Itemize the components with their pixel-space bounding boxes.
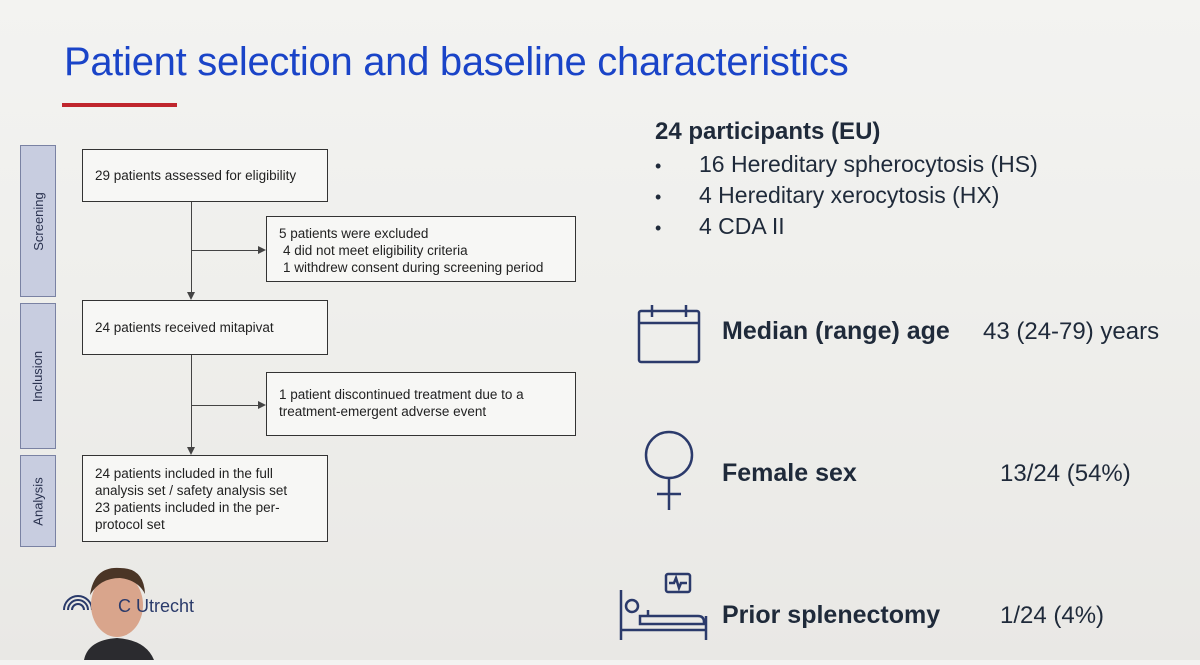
excluded-line-2: 4 did not meet eligibility criteria bbox=[283, 243, 468, 258]
excluded-box: 5 patients were excluded 4 did not meet … bbox=[266, 216, 576, 282]
connector-to-discontinued bbox=[191, 405, 258, 406]
umc-logo-icon bbox=[58, 590, 108, 635]
title-underline bbox=[62, 103, 177, 107]
diagnosis-cda: 4 CDA II bbox=[699, 213, 785, 239]
diagnosis-hs: 16 Hereditary spherocytosis (HS) bbox=[699, 151, 1038, 177]
speaker-video bbox=[80, 560, 160, 665]
arrow-to-excluded bbox=[258, 246, 266, 254]
bullet-icon: • bbox=[655, 156, 662, 176]
excluded-line-3: 1 withdrew consent during screening peri… bbox=[283, 260, 544, 275]
discontinued-box: 1 patient discontinued treatment due to … bbox=[266, 372, 576, 436]
age-value: 43 (24-79) years bbox=[983, 318, 1160, 345]
hospital-bed-icon bbox=[618, 572, 710, 642]
connector-assessed-received bbox=[191, 202, 192, 292]
diagnosis-list: • 16 Hereditary spherocytosis (HS) • 4 Her… bbox=[655, 150, 1038, 243]
arrow-to-received bbox=[187, 292, 195, 300]
analysis-line-1: 24 patients included in the full bbox=[95, 466, 273, 481]
bullet-icon: • bbox=[655, 187, 662, 207]
calendar-icon bbox=[636, 303, 702, 365]
splenectomy-label: Prior splenectomy bbox=[722, 601, 941, 629]
stage-inclusion: Inclusion bbox=[20, 303, 56, 449]
excluded-line-1: 5 patients were excluded bbox=[279, 226, 429, 241]
stage-analysis: Analysis bbox=[20, 455, 56, 547]
analysis-line-2: analysis set / safety analysis set bbox=[95, 483, 288, 498]
stage-screening: Screening bbox=[20, 145, 56, 297]
sex-value: 13/24 (54%) bbox=[1000, 460, 1131, 487]
arrow-to-discontinued bbox=[258, 401, 266, 409]
arrow-to-analysis bbox=[187, 447, 195, 455]
splenectomy-value: 1/24 (4%) bbox=[1000, 602, 1105, 629]
female-icon bbox=[640, 430, 698, 512]
list-item: • 4 Hereditary xerocytosis (HX) bbox=[655, 181, 1038, 212]
participants-heading: 24 participants (EU) bbox=[655, 118, 881, 145]
received-text: 24 patients received mitapivat bbox=[95, 320, 274, 335]
discontinued-line-2: treatment-emergent adverse event bbox=[279, 404, 487, 419]
sex-label: Female sex bbox=[722, 459, 857, 487]
age-label: Median (range) age bbox=[722, 317, 950, 345]
received-box: 24 patients received mitapivat bbox=[82, 300, 328, 355]
stage-screening-label: Screening bbox=[30, 191, 46, 251]
institution-logo-text: C Utrecht bbox=[118, 596, 195, 616]
list-item: • 16 Hereditary spherocytosis (HS) bbox=[655, 150, 1038, 181]
connector-received-analysis bbox=[191, 355, 192, 447]
diagnosis-hx: 4 Hereditary xerocytosis (HX) bbox=[699, 182, 1000, 208]
stage-inclusion-label: Inclusion bbox=[30, 350, 46, 402]
analysis-line-3: 23 patients included in the per- bbox=[95, 500, 280, 515]
list-item: • 4 CDA II bbox=[655, 212, 1038, 243]
connector-to-excluded bbox=[191, 250, 258, 251]
discontinued-line-1: 1 patient discontinued treatment due to … bbox=[279, 387, 524, 402]
slide-title: Patient selection and baseline character… bbox=[64, 40, 849, 84]
assessed-text: 29 patients assessed for eligibility bbox=[95, 168, 297, 183]
analysis-line-4: protocol set bbox=[95, 517, 165, 532]
analysis-box: 24 patients included in the full analysi… bbox=[82, 455, 328, 542]
bullet-icon: • bbox=[655, 218, 662, 238]
assessed-box: 29 patients assessed for eligibility bbox=[82, 149, 328, 202]
stage-analysis-label: Analysis bbox=[30, 476, 46, 526]
